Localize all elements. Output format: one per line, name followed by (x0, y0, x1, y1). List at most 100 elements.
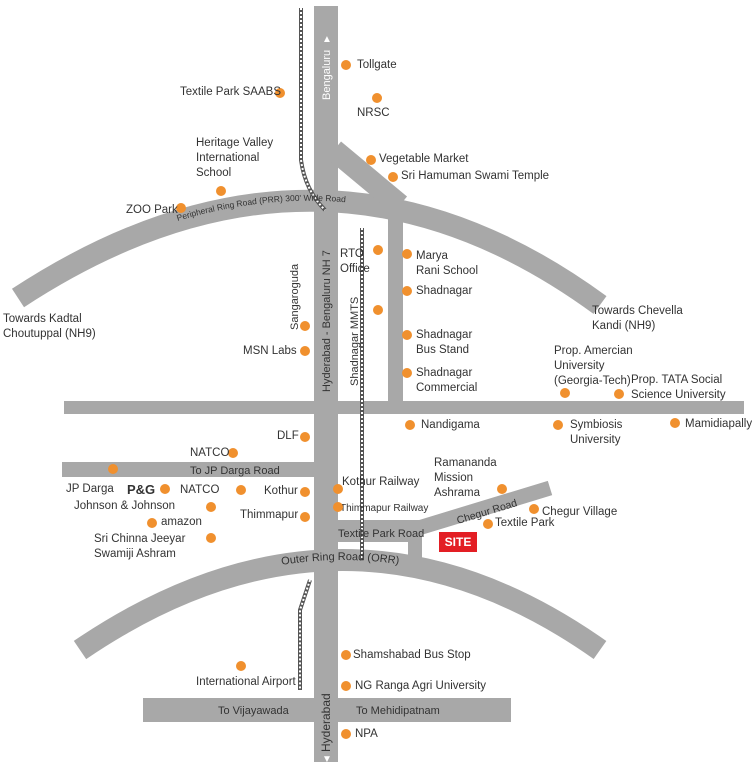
shadnagar-bus-dot (402, 330, 412, 340)
heritage-valley-label: Heritage Valley International School (196, 137, 274, 179)
textile-park-dot (483, 519, 493, 529)
to-mehidipatnam-label: To Mehidipatnam (356, 705, 440, 717)
shadnagar-commercial-label: Shadnagar Commercial (416, 367, 478, 394)
shamshabad-dot (341, 650, 351, 660)
zoo-park-label: ZOO Park (126, 204, 178, 216)
international-airport-dot (236, 661, 246, 671)
kothur-dot (300, 487, 310, 497)
hyderabad-label: Hyderabad (319, 693, 333, 752)
tata-univ-dot (614, 389, 624, 399)
natco-top-dot (228, 448, 238, 458)
thimmapur-dot (300, 512, 310, 522)
orr-road (73, 549, 607, 660)
natco-dot (236, 485, 246, 495)
jp-darga-road (62, 462, 332, 477)
ng-ranga-label: NG Ranga Agri University (355, 680, 487, 692)
mamidipally-dot (670, 418, 680, 428)
pg-dot (160, 484, 170, 494)
chinna-jeeyar-dot (206, 533, 216, 543)
main-horizontal-road (64, 401, 744, 414)
textile-park-road (336, 520, 422, 542)
chegur-road (409, 480, 553, 538)
sangaroguda-dot (300, 321, 310, 331)
vegetable-market-label: Vegetable Market (379, 153, 469, 165)
shamshabad-label: Shamshabad Bus Stop (353, 649, 471, 661)
amazon-label: amazon (161, 516, 202, 528)
msn-labs-dot (300, 346, 310, 356)
npa-dot (341, 729, 351, 739)
american-univ-label: Prop. Amercian University (Georgia-Tech) (554, 345, 633, 387)
kothur-label: Kothur (264, 485, 298, 497)
heritage-valley-dot (216, 186, 226, 196)
chegur-village-label: Chegur Village (542, 506, 618, 518)
shadnagar-label: Shadnagar (416, 285, 473, 297)
textile-park-saabs-label: Textile Park SAABS (180, 86, 281, 98)
thimmapur-railway-dot (333, 502, 343, 512)
johnson-label: Johnson & Johnson (74, 500, 176, 512)
npa-label: NPA (355, 728, 378, 740)
vegetable-market-dot (366, 155, 376, 165)
kadtal-label: Towards Kadtal Choutuppal (NH9) (3, 313, 96, 340)
kothur-railway-dot (333, 484, 343, 494)
amazon-dot (147, 518, 157, 528)
symbiosis-label: Symbiosis University (570, 419, 623, 446)
shadnagar-dot (402, 286, 412, 296)
jp-darga-road-dot (108, 464, 118, 474)
chegur-village-dot (529, 504, 539, 514)
shadnagar-bus-label: Shadnagar Bus Stand (416, 329, 473, 356)
nh7-road (314, 6, 338, 762)
marya-rani-label: Marya Rani School (416, 250, 479, 277)
nandigama-dot (405, 420, 415, 430)
textile-park-saabs-dot (275, 88, 285, 98)
jp-darga-road-label: To JP Darga Road (190, 465, 280, 477)
chinna-jeeyar-label: Sri Chinna Jeeyar Swamiji Ashram (94, 533, 186, 560)
rto-office-dot (373, 245, 383, 255)
pg-label: P&G (127, 482, 156, 497)
symbiosis-dot (553, 420, 563, 430)
dlf-dot (300, 432, 310, 442)
bengaluru-arrow: ▲ (322, 34, 332, 45)
tollgate-label: Tollgate (357, 59, 397, 71)
nrsc-label: NRSC (357, 107, 390, 119)
mamidipally-label: Mamidiapally (685, 418, 752, 430)
mmts-dot (373, 305, 383, 315)
shadnagar-commercial-dot (402, 368, 412, 378)
mmts-label: Shadnagar MMTS (349, 297, 361, 386)
hanuman-temple-dot (388, 172, 398, 182)
chegur-stub (408, 530, 422, 560)
to-vijayawada-label: To Vijayawada (218, 705, 290, 717)
ramananda-label: Ramananda Mission Ashrama (434, 457, 497, 499)
hyderabad-arrow: ▼ (322, 754, 332, 765)
dlf-label: DLF (277, 430, 299, 442)
natco-label: NATCO (180, 484, 220, 496)
ng-ranga-dot (341, 681, 351, 691)
zoo-park-dot (176, 203, 186, 213)
tollgate-dot (341, 60, 351, 70)
kothur-railway-label: Kothur Railway (342, 476, 420, 488)
bengaluru-label: Bengaluru (321, 50, 333, 100)
chevella-label: Towards Chevella Kandi (NH9) (592, 305, 683, 332)
natco-top-label: NATCO (190, 447, 230, 459)
shadnagar-road (388, 195, 403, 410)
hanuman-temple-label: Sri Hamuman Swami Temple (401, 170, 550, 182)
bottom-horizontal-road (143, 698, 511, 722)
sangaroguda-label: Sangaroguda (289, 263, 301, 330)
american-univ-dot (560, 388, 570, 398)
site-marker: SITE (439, 532, 477, 552)
nh7-label: Hyderabad - Bengaluru NH 7 (321, 250, 333, 392)
marya-rani-dot (402, 249, 412, 259)
thimmapur-railway-label: Thimmapur Railway (340, 503, 428, 514)
rto-office-label: RTO Office (340, 248, 370, 275)
johnson-dot (206, 502, 216, 512)
textile-park-road-label: Textile Park Road (338, 528, 424, 540)
tata-univ-label: Prop. TATA Social Science University (631, 374, 726, 401)
railway-lines (298, 8, 364, 690)
nrsc-dot (372, 93, 382, 103)
international-airport-label: International Airport (196, 676, 296, 688)
jp-darga-label: JP Darga (66, 483, 114, 495)
thimmapur-label: Thimmapur (240, 509, 299, 521)
orr-label: Outer Ring Road (ORR) (280, 551, 400, 568)
msn-labs-label: MSN Labs (243, 345, 297, 357)
textile-park-label: Textile Park (495, 517, 555, 529)
